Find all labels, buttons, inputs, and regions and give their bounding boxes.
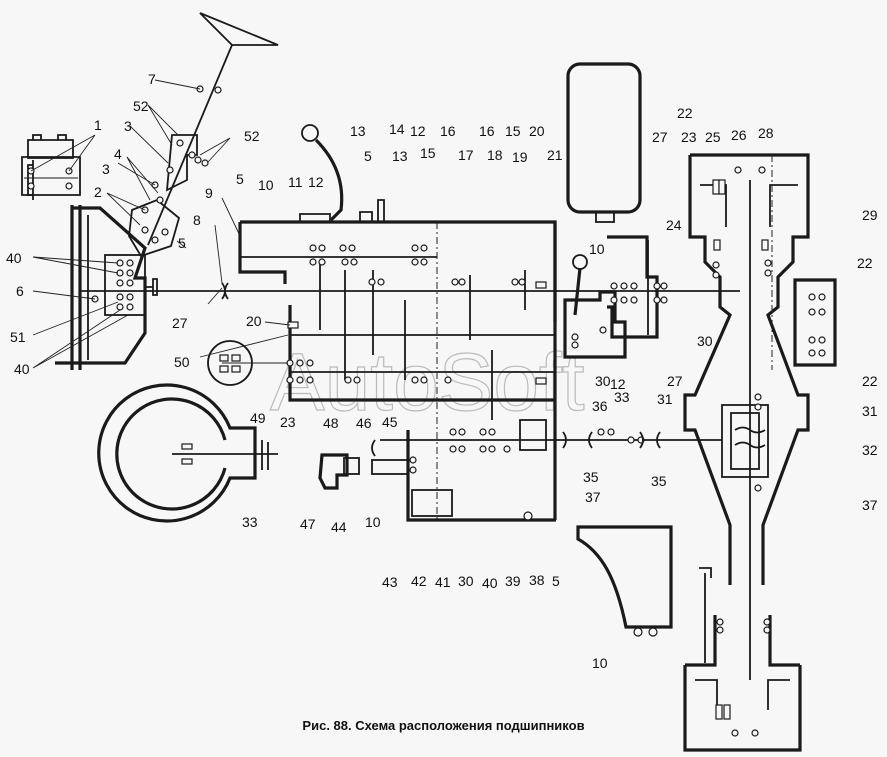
callout-22: 22 bbox=[862, 373, 878, 389]
callout-4: 4 bbox=[114, 146, 122, 162]
callout-37: 37 bbox=[585, 489, 601, 505]
fender bbox=[576, 525, 673, 637]
callout-20: 20 bbox=[529, 123, 545, 139]
callout-1: 1 bbox=[94, 117, 102, 133]
callout-16: 16 bbox=[440, 123, 456, 139]
callout-11: 11 bbox=[288, 174, 303, 190]
callout-25: 25 bbox=[705, 129, 721, 145]
callout-18: 18 bbox=[487, 147, 503, 163]
callout-15: 15 bbox=[505, 123, 521, 139]
callout-5: 5 bbox=[552, 573, 560, 589]
leader-lines bbox=[30, 79, 291, 369]
callout-31: 31 bbox=[862, 403, 878, 419]
callout-12: 12 bbox=[610, 376, 626, 392]
callout-46: 46 bbox=[356, 415, 372, 431]
callout-28: 28 bbox=[758, 125, 774, 141]
callout-15: 15 bbox=[420, 145, 436, 161]
callout-40: 40 bbox=[482, 575, 498, 591]
callout-12: 12 bbox=[308, 174, 324, 190]
transfer-case bbox=[563, 235, 668, 359]
callout-5: 5 bbox=[236, 171, 244, 187]
callout-14: 14 bbox=[389, 121, 405, 137]
callout-37: 37 bbox=[862, 497, 878, 513]
callout-47: 47 bbox=[300, 516, 316, 532]
callout-30: 30 bbox=[697, 333, 713, 349]
callout-20: 20 bbox=[246, 313, 262, 329]
power-takeoff bbox=[318, 453, 409, 490]
rear-axle-lower bbox=[683, 567, 802, 752]
callout-24: 24 bbox=[666, 217, 682, 233]
callout-23: 23 bbox=[280, 414, 296, 430]
callout-52: 52 bbox=[133, 98, 149, 114]
steering-column bbox=[128, 134, 209, 258]
callout-30: 30 bbox=[458, 573, 474, 589]
callout-42: 42 bbox=[411, 573, 427, 589]
callout-8: 8 bbox=[193, 212, 201, 228]
callout-38: 38 bbox=[529, 572, 545, 588]
callout-16: 16 bbox=[479, 123, 495, 139]
callout-10: 10 bbox=[589, 241, 605, 257]
callout-7: 7 bbox=[148, 71, 156, 87]
callout-13: 13 bbox=[350, 123, 366, 139]
figure-caption: Рис. 88. Схема расположения подшипников bbox=[302, 718, 585, 733]
callout-26: 26 bbox=[731, 127, 747, 143]
callout-22: 22 bbox=[857, 255, 873, 271]
callout-17: 17 bbox=[458, 147, 474, 163]
callout-5: 5 bbox=[178, 235, 186, 251]
watermark: AutoSoft bbox=[270, 337, 585, 428]
callout-labels: 1 2 3 3 4 5 5 5 5 6 7 8 9 10 10 10 10 11… bbox=[6, 71, 878, 671]
shift-lever bbox=[299, 124, 385, 223]
lower-driveline bbox=[371, 419, 722, 522]
callout-31: 31 bbox=[657, 391, 673, 407]
callout-27: 27 bbox=[667, 373, 683, 389]
callout-40: 40 bbox=[14, 361, 30, 377]
callout-27: 27 bbox=[652, 129, 668, 145]
callout-2: 2 bbox=[94, 184, 102, 200]
callout-10: 10 bbox=[258, 177, 274, 193]
callout-3: 3 bbox=[124, 118, 132, 134]
callout-50: 50 bbox=[174, 354, 190, 370]
callout-40: 40 bbox=[6, 250, 22, 266]
winch-drum bbox=[97, 383, 278, 523]
steering-wheel bbox=[147, 12, 279, 246]
callout-39: 39 bbox=[505, 573, 521, 589]
callout-49: 49 bbox=[250, 410, 266, 426]
callout-22: 22 bbox=[677, 105, 693, 121]
callout-6: 6 bbox=[16, 283, 24, 299]
callout-33: 33 bbox=[242, 514, 258, 530]
callout-43: 43 bbox=[382, 574, 398, 590]
callout-21: 21 bbox=[547, 147, 563, 163]
callout-44: 44 bbox=[331, 519, 347, 535]
callout-5: 5 bbox=[364, 148, 372, 164]
callout-36: 36 bbox=[592, 398, 608, 414]
callout-35: 35 bbox=[651, 473, 667, 489]
callout-52: 52 bbox=[244, 128, 260, 144]
callout-45: 45 bbox=[382, 414, 398, 430]
callout-51: 51 bbox=[10, 329, 26, 345]
callout-13: 13 bbox=[392, 148, 408, 164]
air-tank bbox=[566, 62, 642, 223]
clutch-housing bbox=[55, 205, 158, 370]
callout-10: 10 bbox=[365, 514, 381, 530]
callout-29: 29 bbox=[862, 207, 878, 223]
callout-41: 41 bbox=[435, 574, 451, 590]
front-axle bbox=[683, 153, 810, 680]
callout-32: 32 bbox=[862, 442, 878, 458]
callout-10: 10 bbox=[592, 655, 608, 671]
callout-9: 9 bbox=[205, 185, 213, 201]
gearbox bbox=[238, 220, 557, 520]
callout-19: 19 bbox=[512, 149, 528, 165]
callout-23: 23 bbox=[681, 129, 697, 145]
callout-12: 12 bbox=[410, 123, 426, 139]
side-reduction-box bbox=[793, 278, 837, 367]
callout-30: 30 bbox=[595, 373, 611, 389]
callout-48: 48 bbox=[323, 415, 339, 431]
callout-33: 33 bbox=[614, 389, 630, 405]
callout-35: 35 bbox=[583, 469, 599, 485]
callout-27: 27 bbox=[172, 315, 188, 331]
callout-3: 3 bbox=[102, 161, 110, 177]
